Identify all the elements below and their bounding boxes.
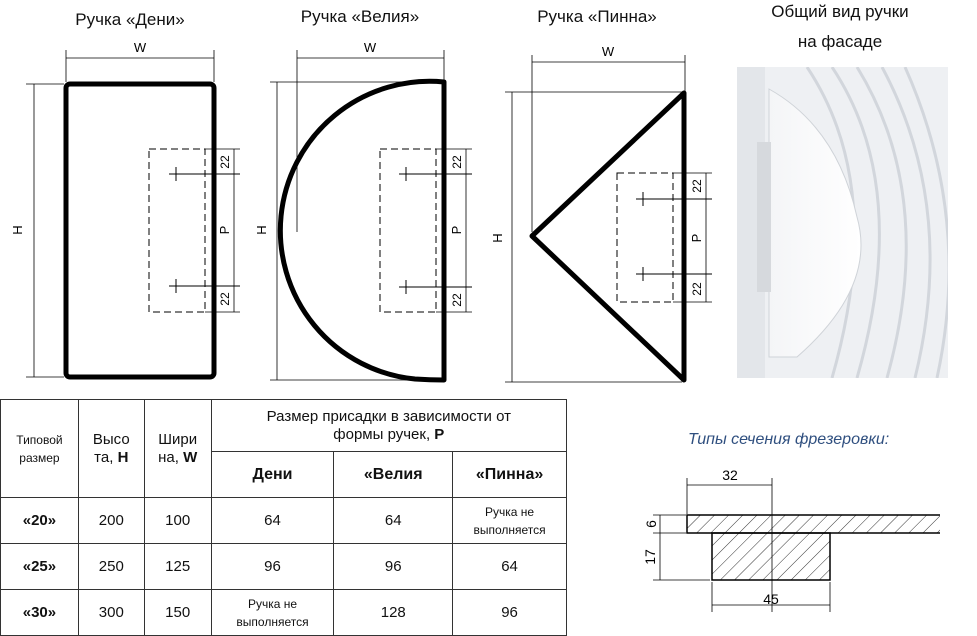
title-deni: Ручка «Дени»: [75, 10, 185, 29]
veliya-mount-outline: [379, 148, 437, 313]
pinna-p-label: P: [689, 234, 704, 243]
pinna-outline: [529, 90, 687, 383]
cell-pinna: 96: [452, 589, 567, 636]
deni-22-bottom: 22: [218, 292, 232, 306]
cell-size: «20»: [0, 497, 79, 544]
cell-pinna: 64: [452, 543, 567, 590]
header-size: Типовой размер: [0, 399, 79, 498]
veliya-w-label: W: [364, 40, 377, 55]
deni-hole-top: [169, 167, 240, 181]
header-height-line2: та, H: [94, 448, 129, 466]
cell-height: 200: [77, 497, 145, 544]
pinna-hole-top: [636, 192, 712, 206]
profile-body: [711, 532, 831, 581]
handle-drawings: W H 22 P 22 W H: [10, 40, 712, 383]
drawing-pinna: W H 22 P 22: [490, 44, 712, 383]
deni-h-label: H: [10, 225, 25, 234]
title-pinna: Ручка «Пинна»: [537, 7, 657, 26]
drawing-veliya: W H 22 P 22: [254, 40, 472, 383]
header-width: Шири на, W: [143, 399, 212, 498]
cell-deni: Ручка не выполняется: [210, 589, 335, 636]
cell-veliya: 96: [333, 543, 454, 590]
veliya-outline: [277, 78, 447, 383]
profile-17-label: 17: [642, 549, 658, 565]
facade-photo-art: [737, 67, 948, 378]
header-deni: Дени: [210, 451, 335, 498]
cell-deni: 96: [210, 543, 335, 590]
cell-width: 100: [143, 497, 212, 544]
profile-6-label: 6: [643, 520, 659, 528]
table-row: «25» 250 125 96 96 64: [0, 543, 567, 590]
header-width-line1: Шири: [158, 430, 198, 448]
veliya-22-bottom: 22: [450, 293, 464, 307]
title-facade: Общий вид ручки на фасаде: [735, 0, 945, 54]
header-group: Размер присадки в зависимости от формы р…: [210, 399, 568, 452]
pinna-w-label: W: [602, 44, 615, 59]
deni-22-top: 22: [218, 155, 232, 169]
cell-width: 125: [143, 543, 212, 590]
cell-pinna: Ручка не выполняется: [452, 497, 567, 544]
header-group-line2: формы ручек, P: [333, 425, 445, 443]
deni-w-label: W: [134, 40, 147, 55]
cell-width: 150: [143, 589, 212, 636]
pinna-hole-bottom: [636, 267, 712, 281]
deni-mount-outline: [148, 148, 206, 313]
veliya-hole-top: [399, 167, 472, 181]
drawing-deni: W H 22 P 22: [10, 40, 240, 380]
cell-size: «25»: [0, 543, 79, 590]
size-table: Типовой размер Высо та, H Шири на, W Раз…: [0, 399, 568, 636]
pinna-h-label: H: [490, 233, 505, 242]
profile-32-label: 32: [722, 467, 738, 483]
profile-45-label: 45: [763, 591, 779, 607]
profile-title: Типы сечения фрезеровки:: [688, 431, 890, 448]
cell-deni: 64: [210, 497, 335, 544]
deni-p-label: P: [217, 226, 232, 235]
veliya-p-label: P: [449, 226, 464, 235]
header-group-line1: Размер присадки в зависимости от: [266, 407, 511, 425]
table-row: «20» 200 100 64 64 Ручка не выполняется: [0, 497, 567, 544]
header-width-line2: на, W: [158, 448, 198, 466]
profile-top-plate: [686, 514, 940, 534]
title-veliya: Ручка «Велия»: [300, 7, 420, 26]
title-facade-line2: на фасаде: [797, 32, 883, 51]
pinna-22-bottom: 22: [690, 282, 704, 296]
facade-handle: [768, 88, 862, 358]
veliya-22-top: 22: [450, 155, 464, 169]
cell-height: 300: [77, 589, 145, 636]
deni-outline: [63, 81, 217, 380]
cell-veliya: 128: [333, 589, 454, 636]
header-height: Высо та, H: [77, 399, 145, 498]
header-height-line1: Высо: [92, 430, 130, 448]
veliya-hole-bottom: [399, 280, 472, 294]
cell-veliya: 64: [333, 497, 454, 544]
pinna-mount-outline: [616, 172, 674, 303]
profile-drawing: 32 6 17 45: [642, 467, 940, 612]
table-row: «30» 300 150 Ручка не выполняется 128 96: [0, 589, 567, 636]
header-veliya: «Велия: [333, 451, 454, 498]
veliya-h-label: H: [254, 225, 269, 234]
pinna-22-top: 22: [690, 179, 704, 193]
title-facade-line1: Общий вид ручки: [771, 2, 909, 21]
header-pinna: «Пинна»: [452, 451, 567, 498]
deni-hole-bottom: [169, 279, 240, 293]
cell-height: 250: [77, 543, 145, 590]
facade-photo: [737, 67, 948, 378]
cell-size: «30»: [0, 589, 79, 636]
